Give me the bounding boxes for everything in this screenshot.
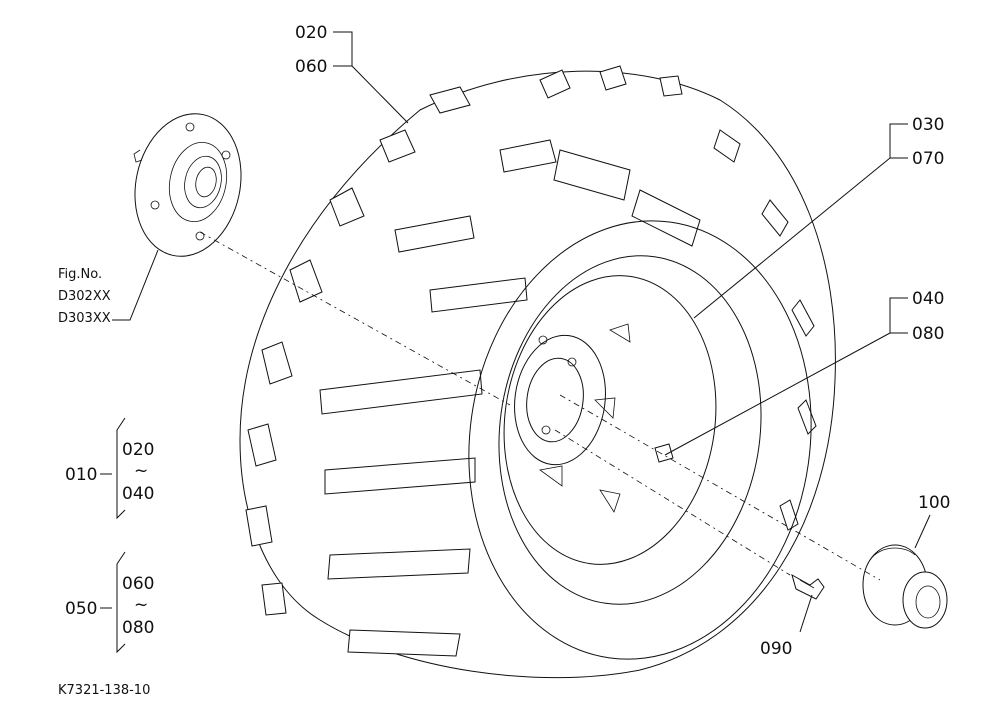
group-010-to: 040: [122, 484, 154, 504]
assembly-axis-line: [199, 231, 511, 406]
fig-ref-line2: D302XX: [58, 289, 111, 304]
group-010-id: 010: [65, 465, 97, 485]
assembly-group-050: 050 060 ~ 080: [65, 551, 154, 654]
group-050-from: 060: [122, 574, 154, 594]
callout-100: 100: [918, 493, 950, 513]
cap-axis-line: [559, 394, 881, 581]
leader-lines: [112, 31, 931, 633]
group-010-tilde: ~: [134, 461, 148, 481]
drawing-code: K7321-138-10: [58, 683, 150, 698]
wheel-hub: [133, 113, 242, 257]
group-050-tilde: ~: [134, 595, 148, 615]
callout-060-top: 060: [295, 57, 327, 77]
tire-tread: [239, 65, 836, 679]
callout-020-top: 020: [295, 23, 327, 43]
valve-stem: [654, 443, 674, 463]
fig-ref-line3: D303XX: [58, 311, 111, 326]
wheel-rim: [468, 220, 812, 660]
wheel-bolt: [791, 573, 825, 600]
callout-080: 080: [912, 324, 944, 344]
callout-070: 070: [912, 149, 944, 169]
group-010-from: 020: [122, 440, 154, 460]
hub-cap: [862, 544, 948, 629]
group-050-id: 050: [65, 599, 97, 619]
callout-090: 090: [760, 639, 792, 659]
callout-040: 040: [912, 289, 944, 309]
fig-ref-line1: Fig.No.: [58, 267, 102, 282]
assembly-group-010: 010 020 ~ 040: [65, 417, 154, 520]
group-050-to: 080: [122, 618, 154, 638]
bolt-axis-line: [554, 429, 791, 576]
figure-reference: Fig.No. D302XX D303XX: [58, 267, 111, 326]
callout-030: 030: [912, 115, 944, 135]
